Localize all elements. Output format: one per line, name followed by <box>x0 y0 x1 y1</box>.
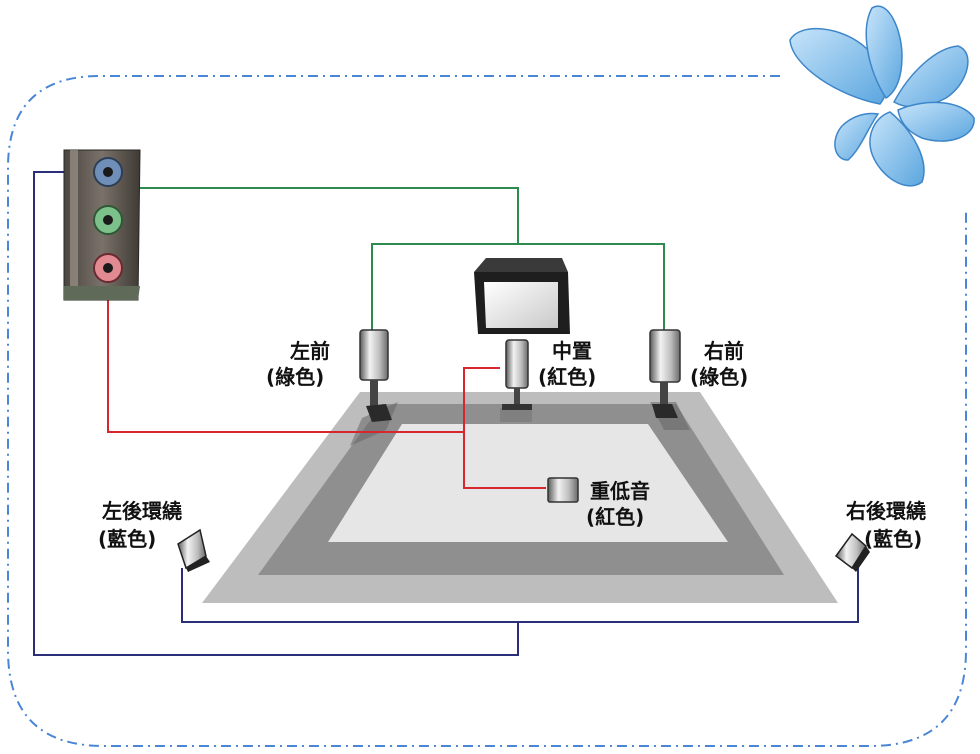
audio-jack-panel-icon <box>63 149 141 301</box>
speaker-center <box>502 339 532 410</box>
blue-wire-rear <box>181 568 859 623</box>
rear-left-color: (藍色) <box>98 527 156 551</box>
speaker-icon <box>505 339 529 389</box>
center-name: 中置 <box>552 339 592 363</box>
dashed-frame-border <box>7 75 967 747</box>
center-color: (紅色) <box>538 365 596 389</box>
front-right-name: 右前 <box>704 339 744 363</box>
shadow-center <box>500 408 532 422</box>
speaker-front-left <box>359 329 392 422</box>
rear-left-name: 左後環繞 <box>102 499 182 523</box>
red-wire <box>107 268 464 433</box>
green-wire-left <box>371 243 665 330</box>
green-wire <box>120 187 519 244</box>
subwoofer-name: 重低音 <box>590 479 650 503</box>
speaker-rear-left <box>177 528 210 572</box>
front-left-color: (綠色) <box>266 365 324 389</box>
floor-inner <box>328 424 728 542</box>
blue-wire <box>33 171 519 656</box>
subwoofer-color: (紅色) <box>586 505 644 529</box>
red-wire-center <box>463 367 546 489</box>
rear-right-color: (藍色) <box>864 527 922 551</box>
speaker-icon <box>649 329 681 383</box>
front-left-name: 左前 <box>290 339 330 363</box>
flower-petals-icon <box>789 5 975 187</box>
monitor-icon <box>474 258 570 334</box>
subwoofer-icon <box>547 477 579 503</box>
speaker-front-right <box>649 329 681 418</box>
speaker-icon <box>359 329 389 381</box>
front-right-color: (綠色) <box>690 365 748 389</box>
rear-right-name: 右後環繞 <box>846 499 926 523</box>
speaker-rear-right <box>834 532 870 572</box>
